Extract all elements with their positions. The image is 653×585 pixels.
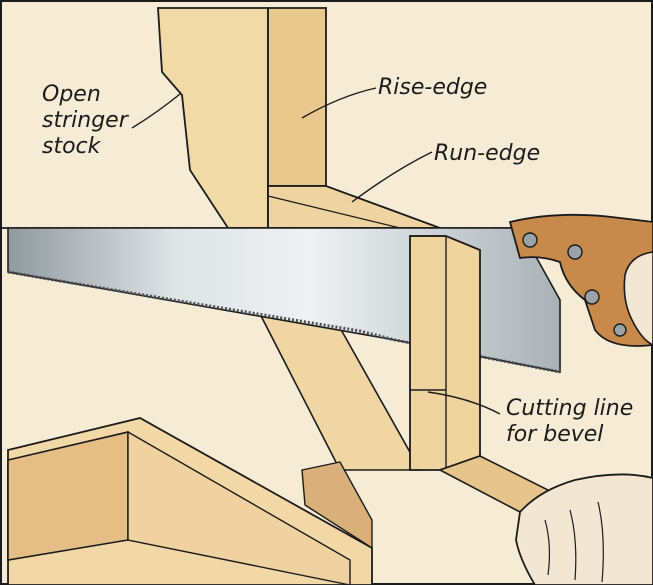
handle-screw-4 [614,324,626,336]
handle-screw-3 [585,290,599,304]
run-edge-board [268,186,440,228]
open-stringer-stock [158,8,268,228]
label-open-stringer-line1: Open [42,83,101,107]
rise-edge-board [268,8,326,186]
label-run-edge: Run-edge [434,142,540,166]
label-cutting-line-line1: Cutting line [506,397,633,421]
label-open-stringer-line2: stringer [42,109,128,133]
vertical-rise-board [410,236,480,470]
handle-screw-2 [568,245,582,259]
leader-open-stringer [132,94,180,128]
leader-run-edge [352,152,432,202]
label-open-stringer-line3: stock [42,135,100,159]
handle-screw-1 [523,233,537,247]
label-rise-edge: Rise-edge [378,76,487,100]
label-cutting-line-line2: for bevel [506,423,603,447]
